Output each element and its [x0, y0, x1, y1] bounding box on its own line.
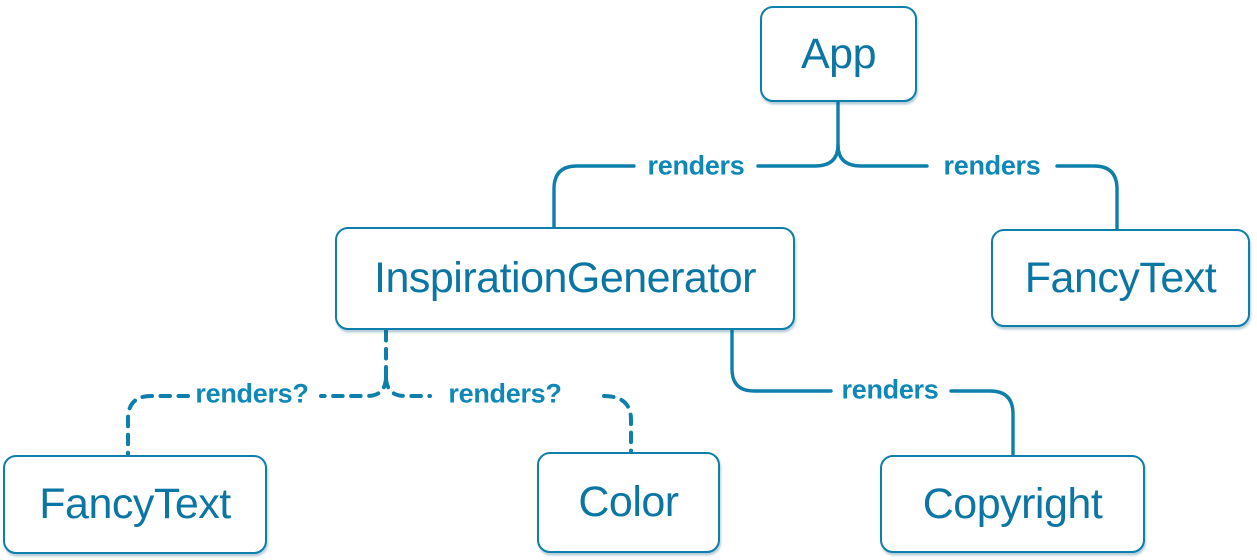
node-app: App [760, 6, 917, 102]
edge-label-renders-left: renders [647, 150, 745, 181]
edge-dashed-fork-right [384, 376, 432, 398]
edge-dashed-to-color [602, 394, 633, 453]
edge-dashed-to-fancy-text-bottom [126, 394, 190, 457]
node-color-label: Color [578, 478, 679, 526]
node-copyright: Copyright [880, 455, 1145, 553]
edge-to-fancy-text-top [1055, 164, 1119, 231]
edge-label-renders-copyright: renders [841, 374, 939, 405]
edge-label-renders-right: renders [943, 150, 1041, 181]
edge-label-renders-conditional-left: renders? [195, 378, 309, 409]
edge-dashed-fork-left [319, 376, 388, 398]
node-color: Color [537, 452, 720, 553]
node-fancy-text-top-label: FancyText [1024, 253, 1217, 302]
edge-to-inspiration-generator [552, 164, 636, 229]
edge-app-fork-right [836, 143, 929, 168]
node-fancy-text-bottom: FancyText [3, 455, 267, 554]
edge-inspiration-to-copyright-a [730, 328, 833, 393]
node-fancy-text-top: FancyText [991, 229, 1250, 327]
edge-inspiration-to-copyright-b [949, 389, 1015, 457]
edge-label-renders-conditional-right: renders? [448, 378, 562, 409]
node-fancy-text-bottom-label: FancyText [39, 480, 231, 528]
edge-app-fork-left [756, 100, 840, 168]
node-copyright-label: Copyright [922, 479, 1103, 528]
node-inspiration-generator-label: InspirationGenerator [374, 254, 757, 302]
node-inspiration-generator: InspirationGenerator [335, 227, 795, 330]
node-app-label: App [800, 29, 877, 78]
